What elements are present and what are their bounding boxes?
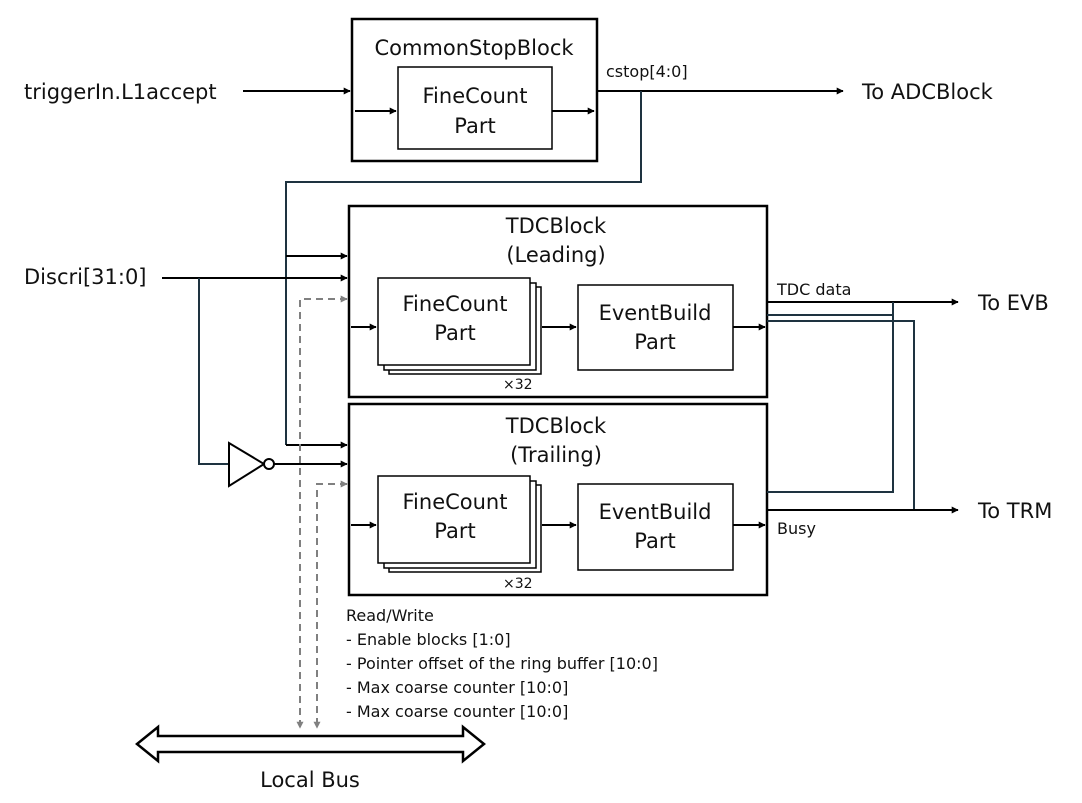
- trailing-finecount-stack: [377, 475, 542, 573]
- common-stop-finecount-line2: Part: [454, 114, 495, 138]
- discri-input-label: Discri[31:0]: [24, 265, 147, 289]
- register-note: Read/Write - Enable blocks [1:0] - Point…: [346, 606, 658, 721]
- trailing-title-line1: TDCBlock: [505, 414, 607, 438]
- register-note-item: - Enable blocks [1:0]: [346, 630, 511, 649]
- trigger-input-label: triggerIn.L1accept: [24, 80, 217, 104]
- cstop-label: cstop[4:0]: [606, 62, 688, 81]
- leading-title-line1: TDCBlock: [505, 214, 607, 238]
- register-note-item: - Max coarse counter [10:0]: [346, 702, 568, 721]
- leading-eventbuild-line1: EventBuild: [599, 301, 712, 325]
- tdc-block-leading: TDCBlock (Leading) FineCount Part EventB…: [347, 204, 769, 399]
- trailing-finecount-line1: FineCount: [403, 490, 508, 514]
- tdc-block-trailing: TDCBlock (Trailing) FineCount Part Event…: [347, 402, 769, 597]
- leading-finecount-line1: FineCount: [403, 292, 508, 316]
- register-note-item: - Pointer offset of the ring buffer [10:…: [346, 654, 658, 673]
- common-stop-title: CommonStopBlock: [374, 36, 574, 60]
- leading-eventbuild-line2: Part: [634, 330, 675, 354]
- to-evb-label: To EVB: [977, 291, 1049, 315]
- trailing-multiplicity: ×32: [503, 576, 533, 592]
- leading-eventbuild-box: [577, 284, 734, 371]
- leading-busy-wire: [767, 320, 915, 510]
- register-note-item: - Max coarse counter [10:0]: [346, 678, 568, 697]
- busy-label: Busy: [777, 519, 816, 538]
- discri-to-inverter-wire: [198, 278, 229, 465]
- leading-to-trailing-wire: [767, 314, 894, 493]
- trailing-bus-link: [313, 480, 348, 729]
- cstop-distribution-wire: [285, 91, 642, 445]
- trailing-finecount-line2: Part: [434, 519, 475, 543]
- leading-bus-link: [296, 295, 348, 729]
- common-stop-finecount-line1: FineCount: [423, 84, 528, 108]
- trailing-title-line2: (Trailing): [510, 443, 602, 467]
- leading-multiplicity: ×32: [503, 377, 533, 393]
- local-bus-label: Local Bus: [260, 768, 360, 792]
- leading-title-line2: (Leading): [506, 243, 605, 267]
- common-stop-block: CommonStopBlock FineCount Part: [350, 17, 599, 163]
- local-bus-links: [296, 295, 348, 729]
- leading-finecount-stack: [377, 277, 542, 375]
- leading-finecount-line2: Part: [434, 321, 475, 345]
- trailing-eventbuild-box: [577, 483, 734, 571]
- to-trm-label: To TRM: [977, 499, 1052, 523]
- to-adc-label: To ADCBlock: [861, 80, 994, 104]
- tdc-data-label: TDC data: [776, 280, 851, 299]
- trailing-eventbuild-line1: EventBuild: [599, 500, 712, 524]
- common-stop-finecount-box: [397, 66, 553, 150]
- trailing-eventbuild-line2: Part: [634, 529, 675, 553]
- inverter-gate: [228, 441, 275, 488]
- local-bus-arrow: [135, 724, 486, 764]
- register-note-header: Read/Write: [346, 606, 434, 625]
